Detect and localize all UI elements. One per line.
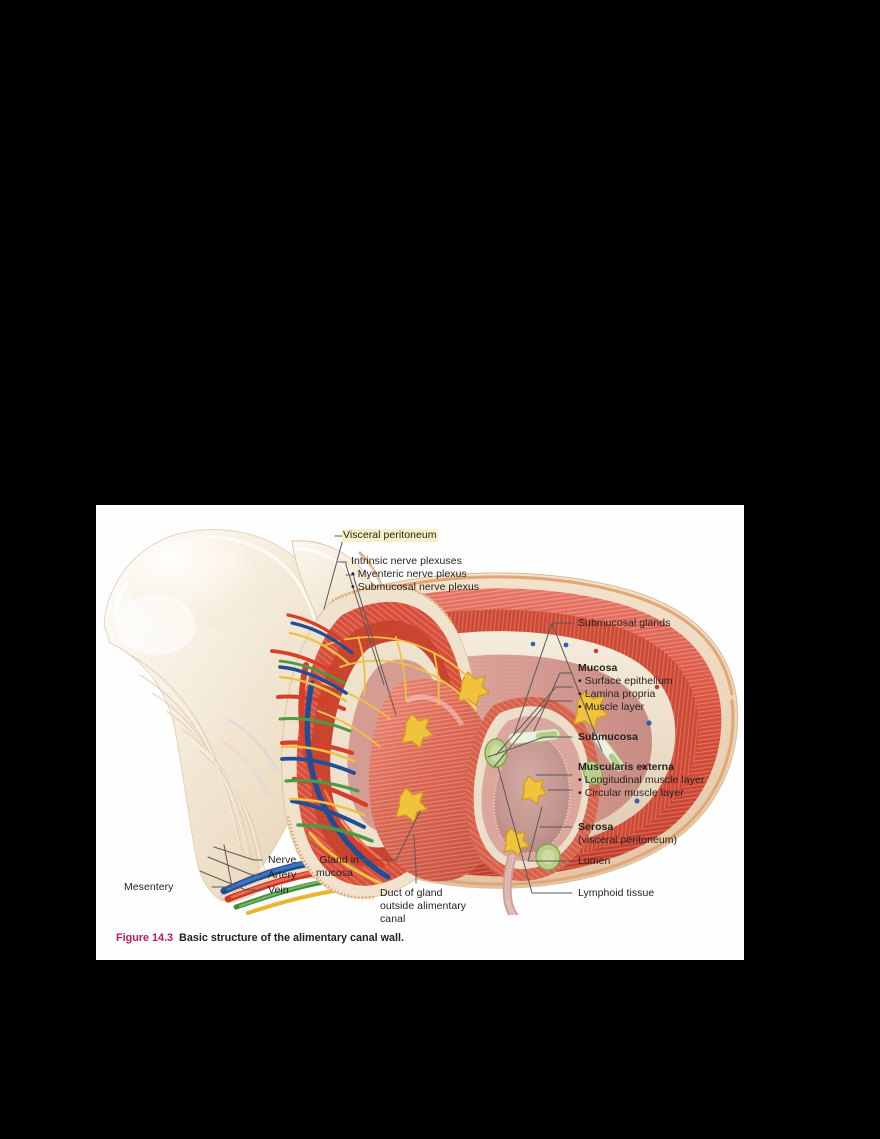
label-muscularis-externa: Muscularis externa [578, 761, 675, 773]
label-longitudinal-muscle-layer: • Longitudinal muscle layer [578, 774, 705, 786]
label-circular-muscle-layer: • Circular muscle layer [578, 787, 684, 799]
label-gland-in-mucosa-line1: Gland in [319, 854, 359, 866]
label-myenteric-nerve-plexus: • Myenteric nerve plexus [351, 568, 467, 580]
figure-caption: Figure 14.3 Basic structure of the alime… [116, 932, 726, 944]
label-duct-of-gland-line2: outside alimentary [380, 900, 467, 912]
label-artery: Artery [268, 869, 297, 881]
figure-caption-text: Basic structure of the alimentary canal … [179, 932, 405, 944]
figure-panel: Visceral peritoneum Intrinsic nerve plex… [96, 505, 744, 960]
surface-vessels [270, 613, 391, 885]
label-nerve: Nerve [268, 854, 297, 866]
label-mesentery: Mesentery [124, 881, 174, 893]
label-lymphoid-tissue: Lymphoid tissue [578, 887, 655, 899]
figure-number: Figure 14.3 [116, 932, 174, 944]
label-vein: Vein [268, 884, 289, 896]
label-muscle-layer: • Muscle layer [578, 701, 645, 713]
label-submucosal-nerve-plexus: • Submucosal nerve plexus [351, 581, 480, 593]
label-lumen: Lumen [578, 855, 611, 867]
label-duct-of-gland-line3: canal [380, 913, 406, 925]
label-duct-of-gland-line1: Duct of gland [380, 887, 443, 899]
label-visceral-peritoneum: Visceral peritoneum [342, 529, 438, 543]
label-gland-in-mucosa-line2: mucosa [316, 867, 354, 879]
label-submucosal-glands: Submucosal glands [578, 617, 671, 629]
label-submucosa: Submucosa [578, 731, 638, 743]
label-lamina-propria: • Lamina propria [578, 688, 656, 700]
label-mucosa: Mucosa [578, 662, 618, 674]
label-serosa: Serosa [578, 821, 614, 833]
label-surface-epithelium: • Surface epithelium [578, 675, 673, 687]
label-intrinsic-nerve-plexuses: Intrinsic nerve plexuses [351, 555, 462, 567]
label-serosa-subtitle: (visceral peritoneum) [578, 834, 678, 846]
